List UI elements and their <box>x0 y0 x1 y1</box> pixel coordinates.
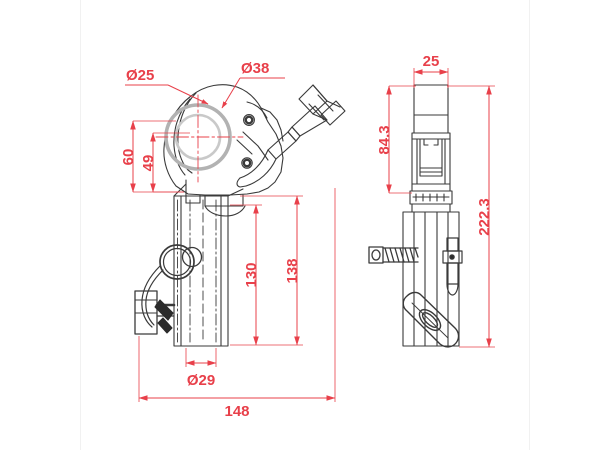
dimension-dia-38 <box>221 77 285 109</box>
dimension-dia-25 <box>125 84 209 105</box>
body-tube-centerlines <box>177 199 217 343</box>
dimension-130 <box>230 204 262 346</box>
dim-label-49: 49 <box>140 155 157 172</box>
dimension-25 <box>413 68 449 88</box>
dimension-148 <box>138 188 336 402</box>
locking-pin <box>134 290 176 335</box>
dim-label-148: 148 <box>224 403 249 420</box>
front-view <box>134 84 346 347</box>
dimension-84-3 <box>386 85 416 194</box>
dim-label-222-3: 222.3 <box>476 198 493 236</box>
dim-label-dia-25: Ø25 <box>126 67 154 84</box>
dim-label-dia-38: Ø38 <box>241 60 269 77</box>
dim-label-130: 130 <box>243 262 260 287</box>
dim-label-84-3: 84.3 <box>376 125 393 154</box>
dim-label-dia-29: Ø29 <box>187 372 215 389</box>
quick-release-lever <box>402 291 460 348</box>
sheet-frame <box>80 0 530 450</box>
side-clamp-head <box>409 84 453 213</box>
locating-pin <box>442 237 463 296</box>
dimension-layer <box>125 68 495 402</box>
dim-label-25: 25 <box>423 53 440 70</box>
dimension-text-layer: Ø25 Ø38 60 49 130 138 Ø29 148 25 84.3 22… <box>120 53 493 420</box>
dimension-138 <box>240 195 303 346</box>
side-view <box>368 84 463 348</box>
dimension-222-3 <box>447 85 495 348</box>
dim-label-60: 60 <box>120 149 137 166</box>
tube-centerlines <box>155 94 244 183</box>
dim-label-138: 138 <box>284 258 301 283</box>
clamp-head-outline <box>163 84 284 217</box>
spring-pin <box>368 246 419 264</box>
dimension-49 <box>150 132 190 193</box>
t-handle-bolt <box>236 84 346 188</box>
dimension-dia-29 <box>185 348 217 367</box>
body-tube <box>173 183 244 347</box>
